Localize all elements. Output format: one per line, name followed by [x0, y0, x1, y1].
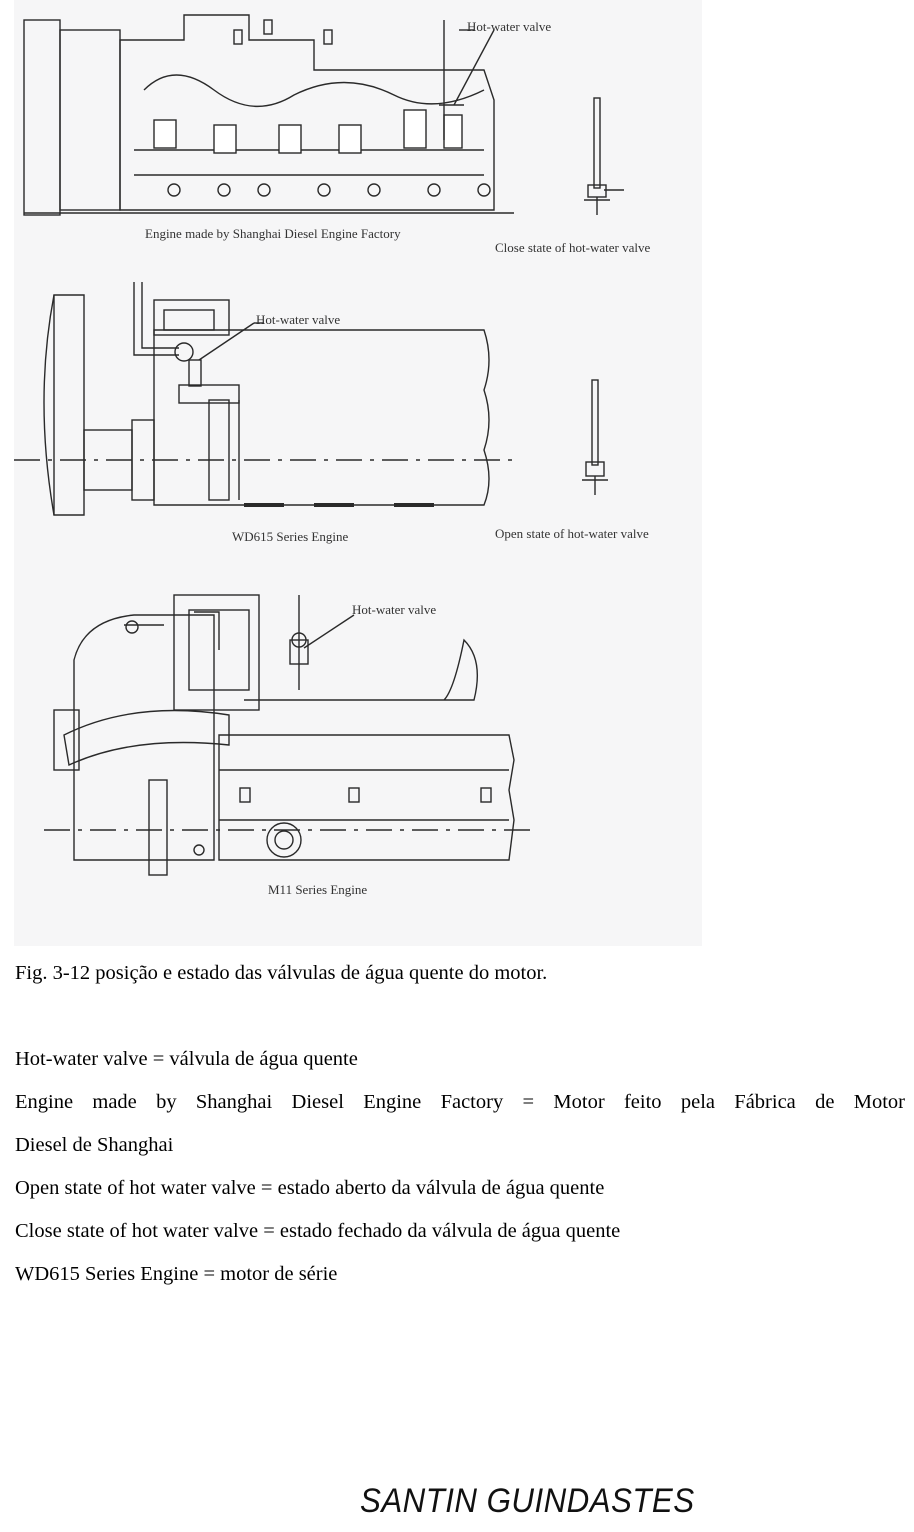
- engine-diagram-figure: Hot-water valve Engine made by Shanghai …: [14, 0, 702, 946]
- translation-line: Open state of hot water valve = estado a…: [15, 1177, 605, 1199]
- translation-list: Hot-water valve = válvula de água quente…: [15, 1038, 905, 1296]
- translation-line: Diesel de Shanghai: [15, 1134, 174, 1156]
- translation-line: WD615 Series Engine = motor de série: [15, 1263, 338, 1285]
- footer-brand: SANTIN GUINDASTES: [360, 1482, 695, 1520]
- hot-water-valve-label-2: Hot-water valve: [256, 312, 340, 327]
- wd615-engine-label: WD615 Series Engine: [232, 529, 348, 544]
- shanghai-engine-drawing: [23, 14, 624, 216]
- wd615-engine-drawing: [14, 282, 608, 516]
- figure-caption: Fig. 3-12 posição e estado das válvulas …: [15, 962, 548, 984]
- close-state-label: Close state of hot-water valve: [495, 240, 650, 255]
- shanghai-engine-label: Engine made by Shanghai Diesel Engine Fa…: [145, 226, 401, 241]
- translation-line: Hot-water valve = válvula de água quente: [15, 1048, 358, 1070]
- translation-line: Engine made by Shanghai Diesel Engine Fa…: [15, 1091, 905, 1113]
- hot-water-valve-label-1: Hot-water valve: [467, 19, 551, 34]
- m11-engine-drawing: [44, 594, 534, 876]
- hot-water-valve-label-3: Hot-water valve: [352, 602, 436, 617]
- m11-engine-label: M11 Series Engine: [268, 882, 367, 897]
- translation-line: Close state of hot water valve = estado …: [15, 1220, 621, 1242]
- open-state-label: Open state of hot-water valve: [495, 526, 649, 541]
